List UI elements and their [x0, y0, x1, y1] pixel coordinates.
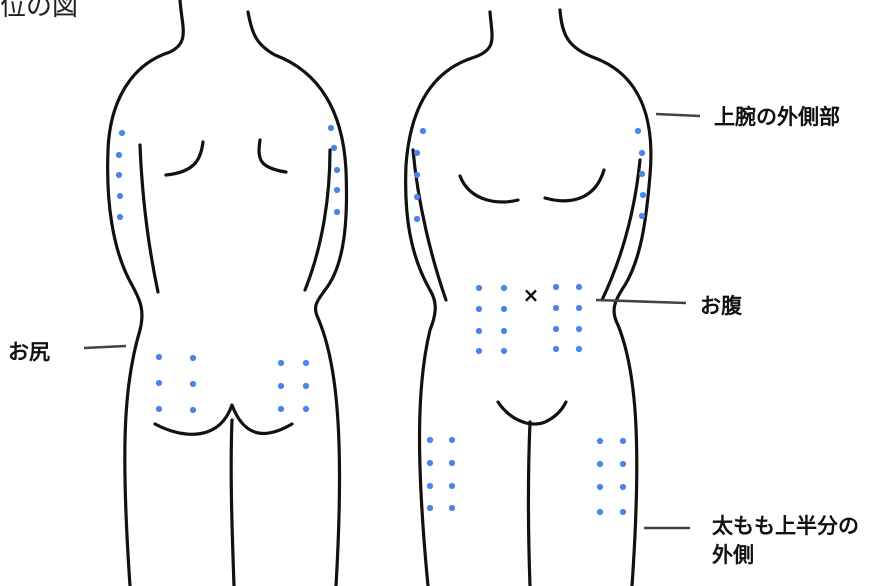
back-right-buttock-dot [278, 383, 284, 389]
back-figure-left-shoulder-blade [166, 142, 203, 175]
back-right-arm-dot [328, 125, 334, 131]
abdomen-right-dot [553, 346, 559, 352]
back-right-buttock-dot [303, 406, 309, 412]
abdomen-right-dot [576, 284, 582, 290]
front-right-arm-dot [639, 213, 645, 219]
upper-arm-label: 上腕の外側部 [714, 104, 840, 131]
back-right-buttock-dot [278, 360, 284, 366]
back-figure-buttocks-curve [155, 405, 292, 434]
thigh-label-line1: 太もも上半分の [712, 513, 859, 540]
back-figure-right-arm-inner [305, 150, 330, 290]
abdomen-left-dot [501, 306, 507, 312]
front-right-arm-dot [639, 171, 645, 177]
back-left-arm-dot [119, 130, 125, 136]
back-left-arm-dot [117, 193, 123, 199]
back-right-arm-dot [334, 209, 340, 215]
back-right-arm-dot [331, 145, 337, 151]
abdomen-right-dot [553, 305, 559, 311]
front-left-thigh-dot [427, 460, 433, 466]
back-figure-left-outline [108, 0, 184, 586]
back-left-arm-dot [117, 214, 123, 220]
back-right-buttock-dot [303, 360, 309, 366]
front-left-arm-dot [420, 128, 426, 134]
abdomen-left-dot [476, 285, 482, 291]
back-left-buttock-dot [190, 355, 196, 361]
front-right-thigh-dot [597, 461, 603, 467]
back-figure-right-shoulder-blade [259, 140, 286, 172]
front-right-thigh-dot [620, 484, 626, 490]
back-figure-leg-divider [231, 420, 234, 586]
front-right-arm-dot [639, 150, 645, 156]
front-figure-right-outline [560, 10, 651, 586]
upper-arm-leader-line [656, 114, 700, 116]
back-left-buttock-dot [156, 354, 162, 360]
back-right-buttock-dot [278, 406, 284, 412]
front-left-thigh-dot [427, 483, 433, 489]
abdomen-right-dot [553, 284, 559, 290]
abdomen-left-dot [476, 348, 482, 354]
back-left-buttock-dot [190, 407, 196, 413]
front-right-thigh-dot [620, 438, 626, 444]
back-left-arm-dot [116, 172, 122, 178]
back-left-arm-dot [116, 152, 122, 158]
abdomen-left-dot [501, 328, 507, 334]
abdomen-label: お腹 [700, 293, 742, 320]
front-left-thigh-dot [449, 505, 455, 511]
front-figure-right-arm-inner [602, 160, 640, 300]
back-left-buttock-dot [190, 381, 196, 387]
front-figure-right-chest [545, 170, 604, 201]
abdomen-left-dot [501, 348, 507, 354]
abdomen-right-dot [576, 326, 582, 332]
back-figure-right-outline [248, 12, 347, 586]
front-left-arm-dot [414, 150, 420, 156]
front-right-thigh-dot [597, 484, 603, 490]
front-left-arm-dot [414, 194, 420, 200]
navel-marker: × [523, 283, 540, 307]
abdomen-left-dot [476, 306, 482, 312]
injection-site-dots [116, 125, 646, 515]
front-figure-groin-curve [498, 402, 566, 424]
front-left-thigh-dot [449, 460, 455, 466]
front-right-thigh-dot [620, 461, 626, 467]
back-right-arm-dot [334, 187, 340, 193]
abdomen-leader-line [596, 300, 686, 303]
front-right-thigh-dot [597, 438, 603, 444]
front-left-thigh-dot [449, 483, 455, 489]
front-left-thigh-dot [449, 437, 455, 443]
front-left-arm-dot [414, 172, 420, 178]
front-left-thigh-dot [427, 437, 433, 443]
abdomen-left-dot [501, 285, 507, 291]
back-left-buttock-dot [156, 380, 162, 386]
front-figure-left-chest [460, 176, 518, 202]
abdomen-right-dot [576, 346, 582, 352]
abdomen-right-dot [576, 305, 582, 311]
abdomen-right-dot [553, 326, 559, 332]
back-right-buttock-dot [303, 383, 309, 389]
buttocks-leader-line [84, 346, 126, 348]
abdomen-left-dot [476, 328, 482, 334]
back-left-buttock-dot [156, 406, 162, 412]
thigh-label-line2: 外側 [712, 542, 754, 569]
back-figure-left-arm-inner [140, 145, 158, 292]
front-right-arm-dot [635, 128, 641, 134]
front-figure-left-outline [406, 12, 492, 586]
front-figure-leg-divider [529, 422, 531, 586]
front-right-arm-dot [640, 192, 646, 198]
back-right-arm-dot [334, 167, 340, 173]
front-right-thigh-dot [620, 509, 626, 515]
front-left-thigh-dot [427, 505, 433, 511]
front-left-arm-dot [414, 216, 420, 222]
front-right-thigh-dot [597, 509, 603, 515]
buttocks-label: お尻 [8, 339, 50, 366]
